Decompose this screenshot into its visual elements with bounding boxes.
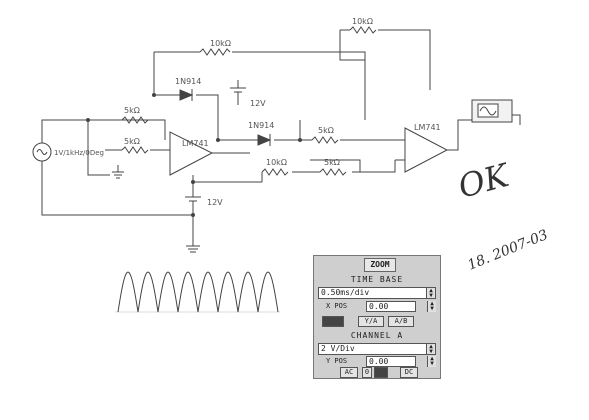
a-b-button[interactable]: A/B <box>388 316 414 327</box>
resistor-top1 <box>199 48 231 56</box>
label-r-in2: 5kΩ <box>124 137 140 146</box>
diode2-symbol <box>257 134 272 146</box>
y-pos-field[interactable]: 0.00 <box>366 356 416 367</box>
label-diode1: 1N914 <box>175 77 201 86</box>
x-pos-label: X POS <box>326 302 348 310</box>
ac-button[interactable]: AC <box>340 367 358 378</box>
y-pos-label: Y POS <box>326 357 348 365</box>
label-source: 1V/1kHz/0Deg <box>54 149 104 157</box>
diode1-symbol <box>179 89 194 101</box>
handwritten-date: 18. 2007-03 <box>466 227 551 274</box>
zoom-button[interactable]: ZOOM <box>364 258 396 272</box>
time-base-field[interactable]: 0.50ms/div ▲▼ <box>318 287 436 299</box>
resistor-in1 <box>121 116 149 124</box>
label-r-top2: 10kΩ <box>352 17 373 26</box>
handwritten-ok: OK <box>454 156 514 206</box>
resistor-top2 <box>349 26 377 34</box>
time-base-spinner-icon[interactable]: ▲▼ <box>426 288 435 299</box>
trigger-indicator[interactable] <box>322 316 344 327</box>
label-battery-top: 12V <box>250 99 266 108</box>
label-r-bot1: 10kΩ <box>266 158 287 167</box>
y-pos-spinner-icon[interactable]: ▲▼ <box>427 356 436 367</box>
opamp1-symbol <box>169 131 214 176</box>
resistor-mid1 <box>311 136 339 144</box>
resistor-bot1 <box>261 168 289 176</box>
channel-a-title: CHANNEL A <box>350 331 404 340</box>
waveform-plot <box>115 271 280 313</box>
label-battery-bot: 12V <box>207 198 223 207</box>
x-pos-field[interactable]: 0.00 <box>366 301 416 312</box>
dc-button[interactable]: DC <box>400 367 418 378</box>
x-pos-value: 0.00 <box>369 302 389 311</box>
opamp2-symbol <box>404 127 449 173</box>
x-pos-spinner-icon[interactable]: ▲▼ <box>427 301 436 312</box>
time-base-value: 0.50ms/div <box>321 288 370 297</box>
label-opamp2: LM741 <box>414 123 441 132</box>
resistor-bot2 <box>319 168 347 176</box>
dc-selected-indicator[interactable] <box>374 367 388 378</box>
label-opamp1: LM741 <box>182 139 209 148</box>
zero-button[interactable]: 0 <box>362 367 372 378</box>
y-a-button[interactable]: Y/A <box>358 316 384 327</box>
waveform-trace <box>117 271 279 313</box>
channel-a-value: 2 V/Div <box>321 344 355 353</box>
channel-a-field[interactable]: 2 V/Div ▲▼ <box>318 343 436 355</box>
y-pos-value: 0.00 <box>369 357 389 366</box>
channel-a-spinner-icon[interactable]: ▲▼ <box>426 344 435 355</box>
label-r-in1: 5kΩ <box>124 106 140 115</box>
wire-top-feedback <box>154 51 366 120</box>
label-r-bot2: 5kΩ <box>324 158 340 167</box>
label-r-mid1: 5kΩ <box>318 126 334 135</box>
resistor-in2 <box>121 146 149 154</box>
time-base-title: TIME BASE <box>350 275 404 284</box>
oscilloscope-control-panel: ZOOM TIME BASE 0.50ms/div ▲▼ X POS 0.00 … <box>313 255 441 379</box>
label-r-top1: 10kΩ <box>210 39 231 48</box>
label-diode2: 1N914 <box>248 121 274 130</box>
